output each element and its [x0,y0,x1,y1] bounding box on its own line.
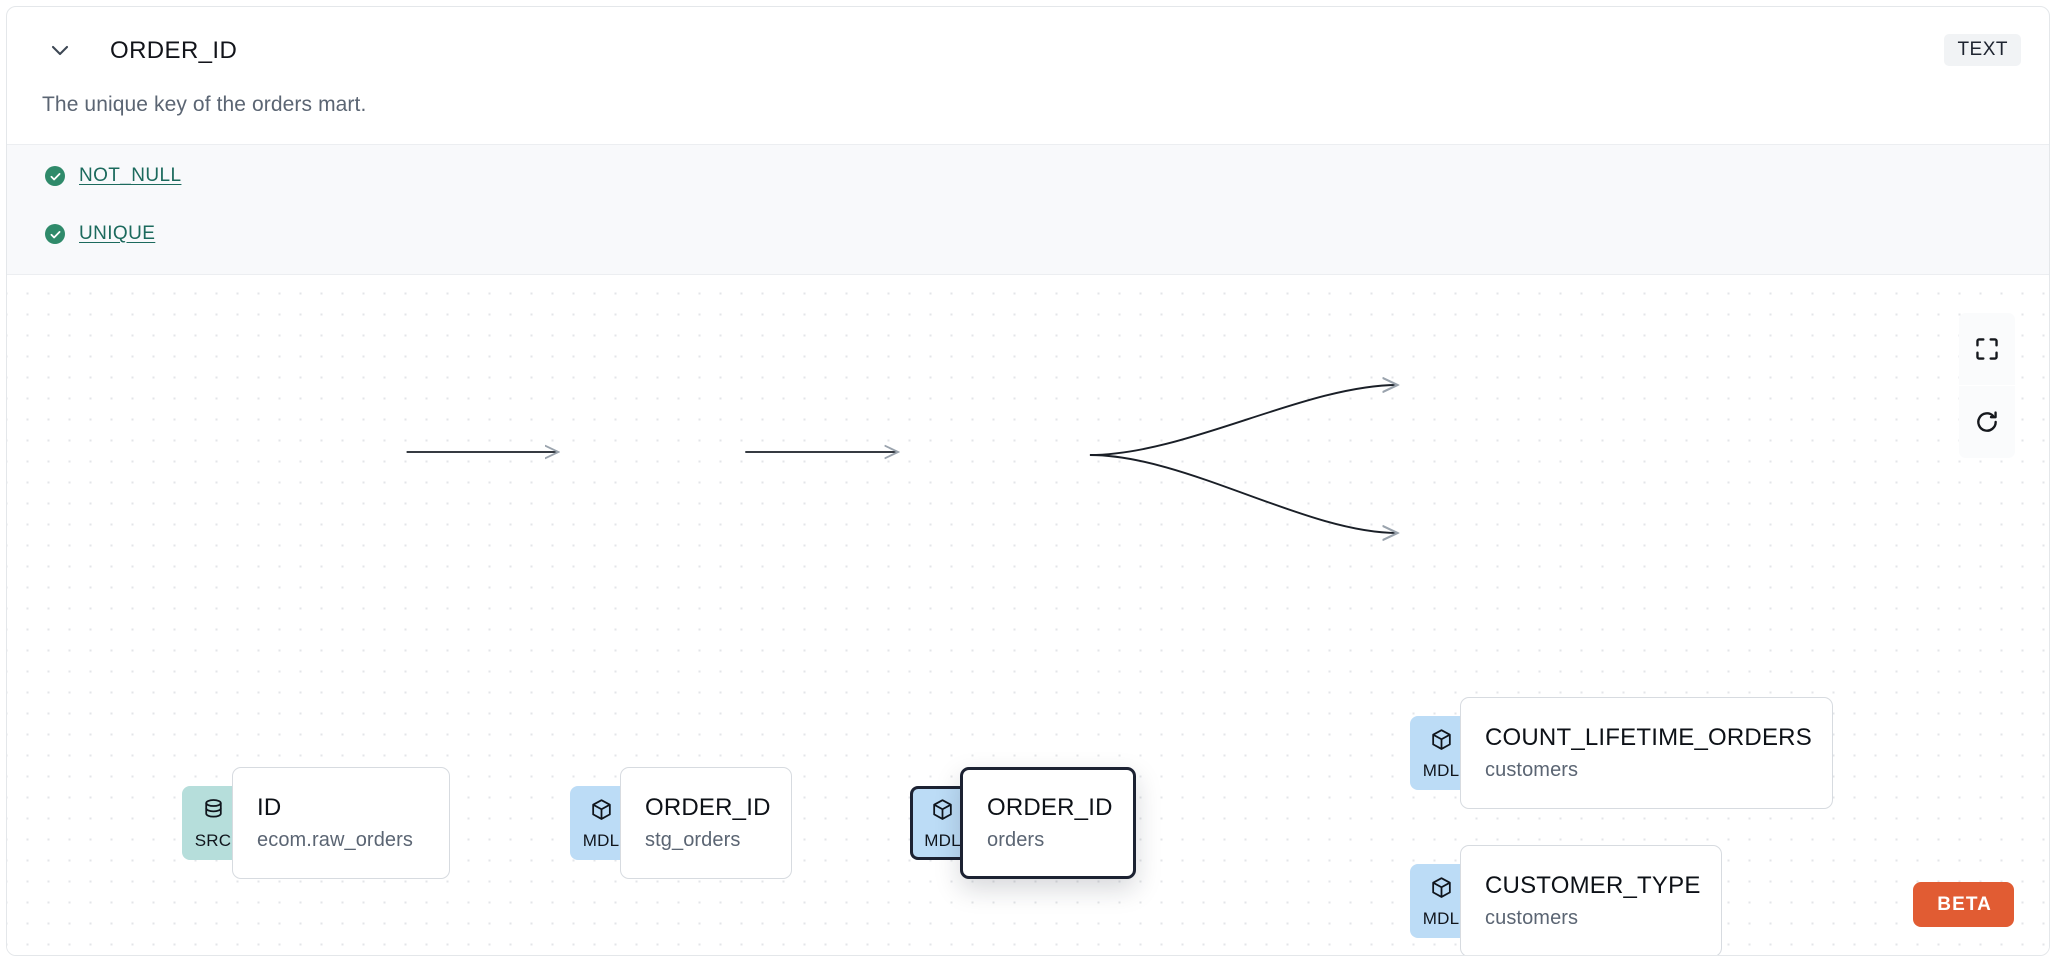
node-body: ID ecom.raw_orders [232,767,450,879]
node-badge-label: MDL [1422,909,1460,928]
node-name: CUSTOMER_TYPE [1485,872,1701,900]
node-badge-label: SRC [194,831,232,850]
test-item-unique[interactable]: UNIQUE [45,223,155,245]
edge-orders-to-count [1089,385,1398,456]
cube-icon [589,797,614,828]
canvas-controls [1959,313,2015,458]
node-subtitle: customers [1485,758,1579,781]
fit-view-icon [1974,336,2000,362]
database-icon [201,797,226,828]
lineage-node-stg-order-id[interactable]: MDL ORDER_ID stg_orders [570,767,792,879]
test-item-not-null[interactable]: NOT_NULL [45,165,181,187]
panel-header: ORDER_ID TEXT [7,7,2049,85]
node-subtitle: ecom.raw_orders [257,828,414,851]
test-link-label[interactable]: UNIQUE [79,223,156,244]
column-type-badge: TEXT [1944,34,2021,66]
chevron-down-icon[interactable] [45,35,75,65]
node-subtitle: orders [987,828,1045,851]
edge-orders-to-custtype [1089,454,1398,533]
node-name: ORDER_ID [987,794,1113,822]
node-body: ORDER_ID orders [960,767,1136,879]
lineage-node-count-lifetime-orders[interactable]: MDL COUNT_LIFETIME_ORDERS customers [1410,697,1833,809]
page-title: ORDER_ID [110,37,238,64]
node-badge-label: MDL [582,831,620,850]
column-detail-panel: ORDER_ID TEXT The unique key of the orde… [6,6,2050,956]
node-subtitle: stg_orders [645,828,741,851]
tests-section: NOT_NULL UNIQUE [7,144,2049,275]
lineage-node-customer-type[interactable]: MDL CUSTOMER_TYPE customers [1410,845,1722,955]
check-circle-icon [45,166,65,186]
cube-icon [1429,875,1454,906]
node-body: COUNT_LIFETIME_ORDERS customers [1460,697,1833,809]
beta-badge[interactable]: BETA [1913,882,2014,927]
node-badge-label: MDL [1422,761,1460,780]
node-body: CUSTOMER_TYPE customers [1460,845,1722,955]
node-subtitle: customers [1485,906,1579,929]
node-name: ORDER_ID [645,794,771,822]
node-badge-label: MDL [924,831,961,850]
test-link-label[interactable]: NOT_NULL [79,165,182,186]
check-circle-icon [45,224,65,244]
node-body: ORDER_ID stg_orders [620,767,792,879]
cube-icon [930,797,955,828]
lineage-node-src-id[interactable]: SRC ID ecom.raw_orders [182,767,450,879]
node-name: COUNT_LIFETIME_ORDERS [1485,724,1812,752]
fit-view-button[interactable] [1959,313,2015,385]
reset-button[interactable] [1959,385,2015,458]
cube-icon [1429,727,1454,758]
node-name: ID [257,794,282,822]
lineage-canvas[interactable]: SRC ID ecom.raw_orders MDL [7,275,2049,955]
refresh-icon [1974,409,2000,435]
column-description: The unique key of the orders mart. [42,93,367,116]
lineage-node-orders-order-id[interactable]: MDL ORDER_ID orders [910,767,1136,879]
